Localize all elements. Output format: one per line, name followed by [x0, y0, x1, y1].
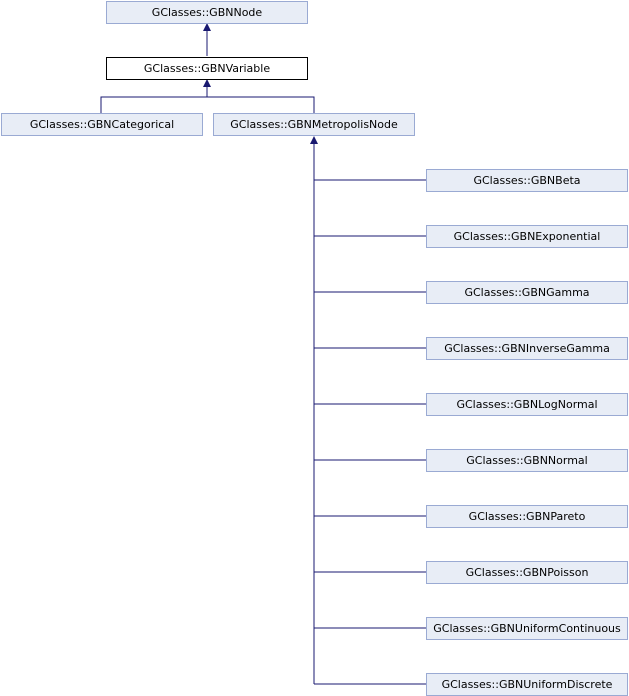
node-gbnexponential[interactable]: GClasses::GBNExponential: [426, 225, 628, 248]
node-gbnnormal[interactable]: GClasses::GBNNormal: [426, 449, 628, 472]
node-gbnlognormal[interactable]: GClasses::GBNLogNormal: [426, 393, 628, 416]
node-gbnbeta[interactable]: GClasses::GBNBeta: [426, 169, 628, 192]
node-gbnuniformcontinuous[interactable]: GClasses::GBNUniformContinuous: [426, 617, 628, 640]
node-gbnpareto[interactable]: GClasses::GBNPareto: [426, 505, 628, 528]
node-gbninversegamma[interactable]: GClasses::GBNInverseGamma: [426, 337, 628, 360]
node-gbnuniformdiscrete[interactable]: GClasses::GBNUniformDiscrete: [426, 673, 628, 696]
node-gbncategorical[interactable]: GClasses::GBNCategorical: [1, 113, 203, 136]
node-gbnvariable-current: GClasses::GBNVariable: [106, 57, 308, 80]
node-gbnmetropolisnode[interactable]: GClasses::GBNMetropolisNode: [213, 113, 415, 136]
node-gbnpoisson[interactable]: GClasses::GBNPoisson: [426, 561, 628, 584]
node-gbngamma[interactable]: GClasses::GBNGamma: [426, 281, 628, 304]
node-gbnnode[interactable]: GClasses::GBNNode: [106, 1, 308, 24]
